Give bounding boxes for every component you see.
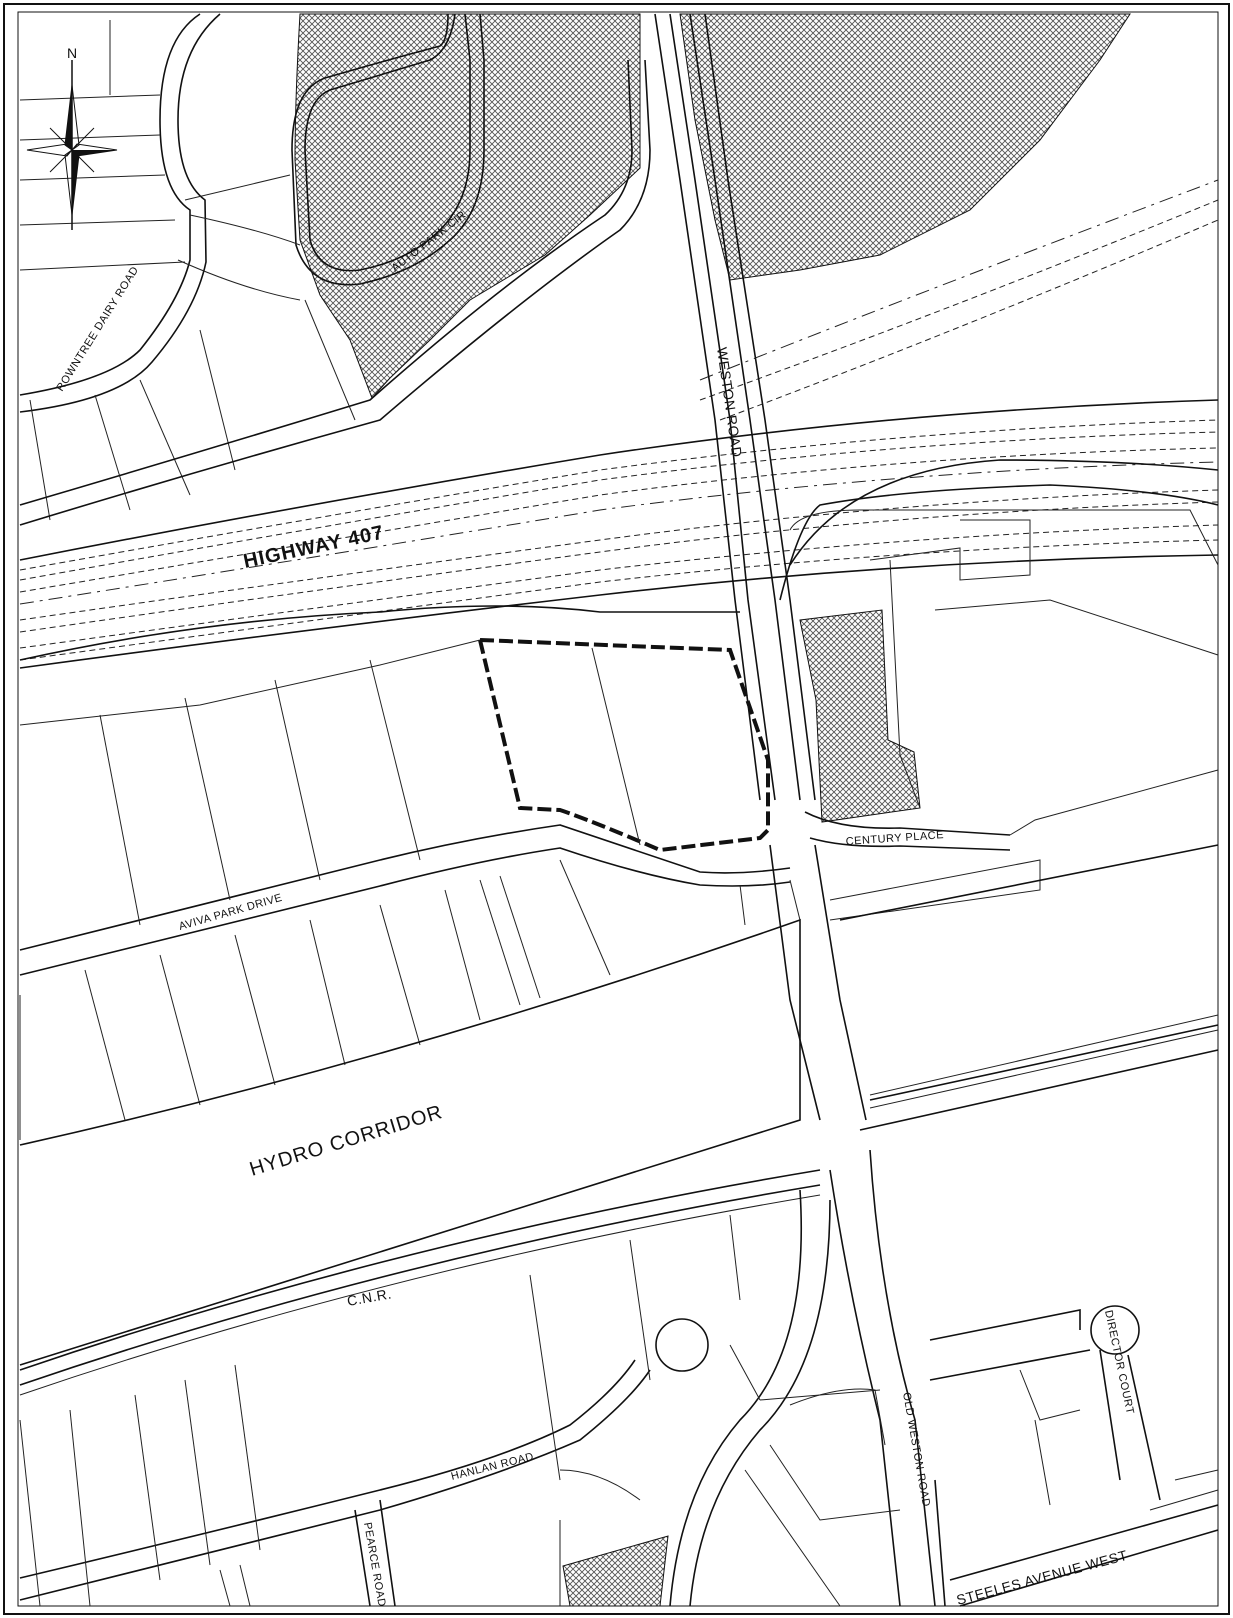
nw-lot-lines [19,20,356,521]
label-highway-407: HIGHWAY 407 [241,522,386,573]
weston-road-lines [654,13,816,801]
auto-park-circle-road [304,13,471,272]
hanlan-cul-de-sac [655,1318,709,1372]
aviva-park-drive-edge [19,847,791,976]
lots-north-aviva [19,639,481,926]
hatched-area-south [562,1535,669,1607]
old-weston-island [789,1388,886,1446]
subject-site-outline [477,637,770,853]
rowntree-cul-de-sac [177,214,301,301]
pearce-road [354,1509,371,1607]
map-inner-frame [17,11,1219,1607]
rowntree-dairy-road-edge [19,13,221,413]
aviva-park-drive [19,824,791,951]
ramp-east-2 [789,459,1219,566]
rowntree-dairy-road [19,13,201,396]
old-weston-curve-edge [669,1189,803,1607]
ramp-east [779,484,1219,601]
highway-407 [19,179,1219,669]
map-frame [3,3,1230,1615]
label-pearce-road: PEARCE ROAD [361,1521,388,1607]
weston-road-south [769,844,936,1607]
label-cnr: C.N.R. [346,1285,393,1309]
cnr-rail [19,1014,1219,1396]
hanlan-road [19,1369,651,1601]
subject-site-internal-line [591,647,641,846]
label-old-weston-road: OLD WESTON ROAD [900,1391,932,1507]
hatched-area-east [799,609,921,823]
east-lots [789,509,1219,921]
north-label: N [67,45,78,61]
hatched-area-north-east [679,13,1131,281]
auto-park-circle-road-inner [291,13,485,286]
ramp-nw [19,59,651,526]
label-century-place: CENTURY PLACE [845,829,944,848]
old-weston-curve [689,1199,831,1607]
pearce-road-edge [379,1499,396,1607]
south-lot-lines [729,1344,901,1607]
north-arrow-icon: N [26,45,118,230]
label-hydro-corridor: HYDRO CORRIDOR [247,1101,445,1181]
century-place-road [804,811,1011,836]
lots-south-aviva [19,859,801,1140]
label-rowntree-dairy-road: ROWNTREE DAIRY ROAD [54,264,141,393]
ramp-south [19,605,740,661]
label-weston-road: WESTON ROAD [714,346,745,458]
hatched-area-north-centre [294,13,641,399]
hydro-corridor [19,844,1219,1366]
label-steeles-avenue-west: STEELES AVENUE WEST [955,1547,1130,1608]
hanlan-road-edge [19,1359,636,1579]
century-place-road-edge [809,837,1011,851]
ramp-nw-inner [19,59,633,506]
hatched-areas [294,13,1131,1607]
director-court-area [929,1305,1219,1607]
lots-south-rail [19,1214,741,1607]
